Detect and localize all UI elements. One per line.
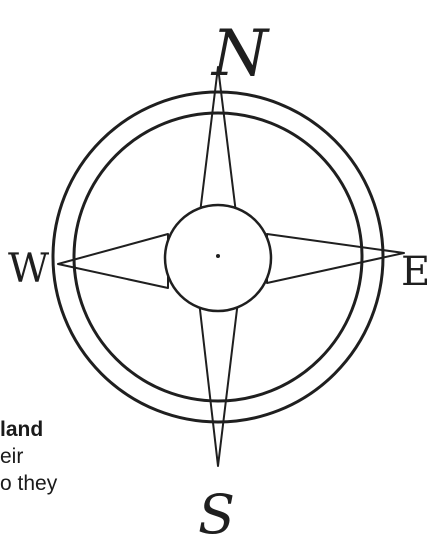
east-label: E <box>401 249 430 295</box>
star-point-south <box>199 301 238 466</box>
text-fragment-2: eir <box>0 446 23 467</box>
north-label: N <box>210 17 270 91</box>
text-fragment-3: o they <box>0 473 57 494</box>
center-dot <box>216 254 220 258</box>
south-label: S <box>198 483 235 541</box>
west-label: W <box>8 246 49 292</box>
text-fragment-1: land <box>0 419 43 440</box>
